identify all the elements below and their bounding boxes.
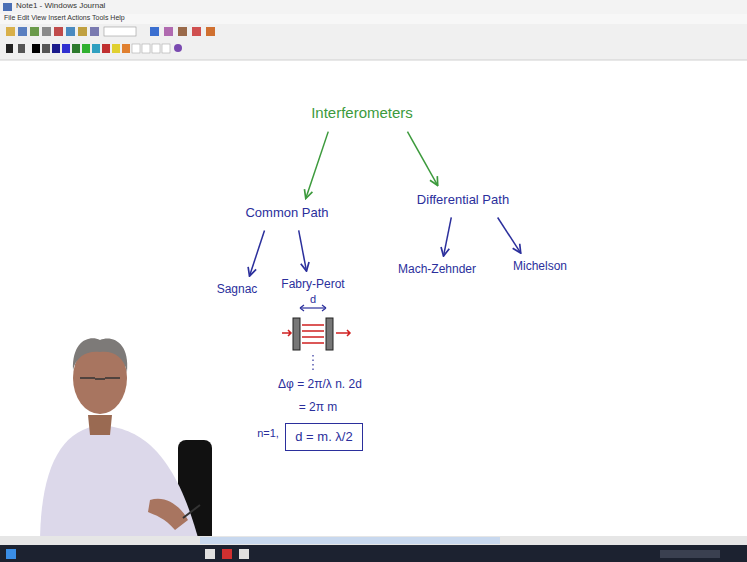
gap-label: d	[310, 293, 316, 306]
color-swatch	[92, 44, 100, 53]
tool-icon	[164, 27, 173, 36]
taskbar-icon	[205, 549, 215, 559]
node-text: Sagnac	[217, 283, 258, 297]
hand	[148, 499, 188, 530]
index-note: n=1,	[257, 427, 279, 440]
menu-bar-items: File Edit View Insert Actions Tools Help	[4, 14, 125, 22]
tool-icon	[150, 27, 159, 36]
tree-arrow	[443, 217, 451, 256]
tree-arrow	[249, 230, 264, 276]
node-text: Differential Path	[417, 193, 509, 208]
node-text: Interferometers	[311, 104, 413, 121]
shirt	[40, 425, 200, 545]
system-tray	[660, 550, 720, 558]
tree-arrow	[407, 132, 437, 186]
tool-icon	[178, 27, 187, 36]
tool-icon	[30, 27, 39, 36]
tree-item: Michelson	[509, 258, 571, 276]
menu-bar	[0, 14, 747, 24]
scrollbar-thumb	[200, 537, 500, 544]
toolbar-icons	[6, 27, 215, 36]
tree-arrow	[299, 230, 307, 271]
tool-icon	[18, 27, 27, 36]
palette-icon	[174, 44, 182, 52]
color-swatch	[142, 44, 150, 53]
tool-icon	[6, 27, 15, 36]
color-swatch	[32, 44, 40, 53]
color-swatch	[42, 44, 50, 53]
color-swatch	[112, 44, 120, 53]
node-text: Michelson	[513, 260, 567, 274]
pen-style	[18, 44, 25, 53]
color-swatch	[132, 44, 140, 53]
neck	[88, 415, 112, 435]
toolbar	[0, 24, 747, 60]
output-beam	[336, 330, 350, 336]
tool-icon	[192, 27, 201, 36]
taskbar-icon	[239, 549, 249, 559]
node-text: d = m. λ/2	[295, 430, 352, 445]
color-swatch	[122, 44, 130, 53]
font-box	[104, 27, 136, 36]
tool-icon	[206, 27, 215, 36]
node-text: Common Path	[245, 206, 328, 221]
pen	[183, 505, 200, 518]
color-swatch	[62, 44, 70, 53]
color-swatch	[102, 44, 110, 53]
glasses	[80, 378, 120, 379]
title-bar	[0, 0, 747, 14]
phase-condition: = 2π m	[299, 401, 338, 415]
tree-item: Interferometers	[307, 102, 417, 123]
color-swatch	[152, 44, 160, 53]
mirror	[326, 318, 333, 350]
presenter-photo	[40, 338, 212, 545]
tool-icon	[90, 27, 99, 36]
pen-style	[6, 44, 13, 53]
etalon-figure	[282, 305, 350, 372]
mirror	[293, 318, 300, 350]
tree-arrow	[306, 132, 329, 199]
bouncing-beam	[302, 325, 324, 343]
tool-icon	[54, 27, 63, 36]
input-beam	[282, 330, 291, 336]
page-edge	[0, 60, 747, 61]
dimension-heads	[300, 305, 326, 311]
scrollbar-track	[0, 536, 747, 545]
result-box: d = m. λ/2	[285, 423, 362, 452]
tool-icon	[66, 27, 75, 36]
node-text: Fabry-Perot	[281, 278, 344, 292]
tree-item: Differential Path	[413, 191, 513, 210]
tree-item: Fabry-Perot	[277, 276, 348, 294]
tool-icon	[42, 27, 51, 36]
tree-arrow	[498, 217, 521, 253]
tool-icon	[78, 27, 87, 36]
gap-dimension	[300, 307, 326, 308]
tree-item: Sagnac	[213, 281, 262, 299]
start-button	[6, 549, 16, 559]
tree-item: Common Path	[241, 204, 332, 223]
tree-item: Mach-Zehnder	[394, 261, 480, 279]
node-text: Mach-Zehnder	[398, 263, 476, 277]
taskbar	[0, 545, 747, 562]
window-title: Note1 - Windows Journal	[16, 1, 105, 10]
color-swatch	[52, 44, 60, 53]
dotted-lead	[312, 355, 313, 372]
taskbar-icon	[222, 549, 232, 559]
color-swatch	[72, 44, 80, 53]
phase-equation: Δφ = 2π/λ n. 2d	[278, 378, 362, 392]
color-swatch	[162, 44, 170, 53]
hair	[73, 338, 127, 372]
app-icon	[3, 3, 12, 11]
color-palette	[6, 44, 182, 53]
color-swatch	[82, 44, 90, 53]
